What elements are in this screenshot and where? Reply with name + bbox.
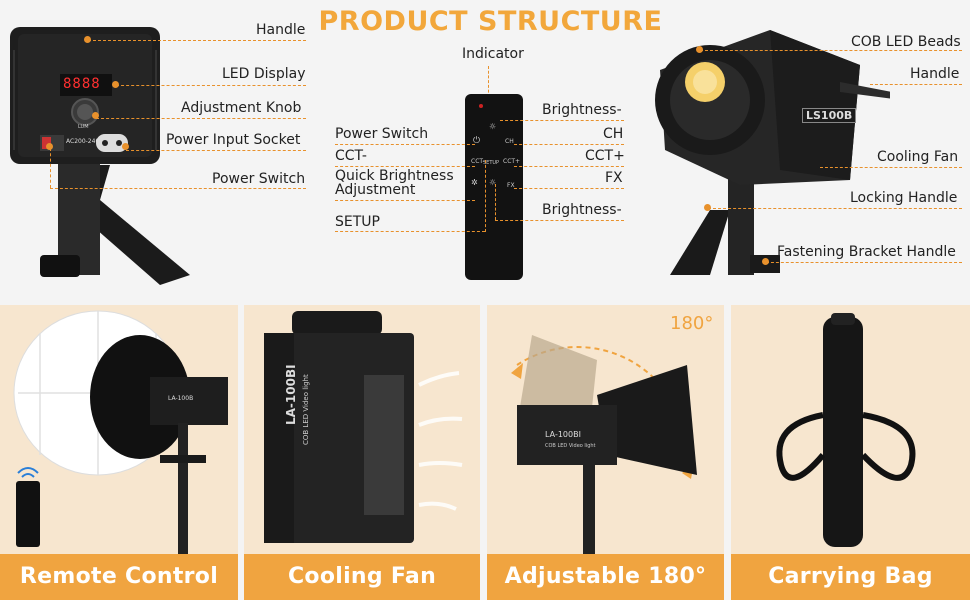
carrying-bag-illustration xyxy=(776,313,916,547)
locking-handle-leader xyxy=(708,208,962,209)
label-brightness-minus-top: Brightness- xyxy=(542,102,622,118)
angle-label: 180° xyxy=(670,313,714,334)
cct-plus-button[interactable]: CCT+ xyxy=(503,158,521,165)
power-icon[interactable]: ⏻ xyxy=(473,136,481,146)
fx-button[interactable]: FX xyxy=(507,182,515,189)
label-locking-handle: Locking Handle xyxy=(850,190,958,206)
led-display-digits: 8888 xyxy=(63,76,101,92)
cooling-fan-sub: COB LED Video light xyxy=(302,374,310,445)
voltage-label: AC200-240V xyxy=(66,138,104,145)
power-input-leader xyxy=(126,150,306,151)
label-led-display: LED Display xyxy=(222,66,306,82)
brightness-bottom-leader-v xyxy=(495,184,496,220)
caption-cooling-fan: Cooling Fan xyxy=(244,554,480,600)
label-cct-minus: CCT- xyxy=(335,148,367,164)
cob-marker xyxy=(696,46,703,53)
device-back-view: 8888 AC200-240V LUM xyxy=(0,0,320,300)
quick-brightness-leader xyxy=(335,200,475,201)
label-adjustment-knob: Adjustment Knob xyxy=(181,100,302,116)
power-input-marker xyxy=(122,143,129,150)
setup-button[interactable]: SETUP xyxy=(483,160,500,166)
brightness-up-icon[interactable]: ☼ xyxy=(489,122,497,131)
label-power-switch-left: Power Switch xyxy=(212,171,306,187)
cct-minus-leader xyxy=(335,166,475,167)
quick-brightness-icon[interactable]: ✲ xyxy=(471,178,478,187)
label-power-input-socket: Power Input Socket xyxy=(166,132,301,148)
adjustable-model: LA-100BI xyxy=(545,430,581,439)
brightness-down-icon[interactable]: ☼ xyxy=(489,178,497,187)
caption-adjustable: Adjustable 180° xyxy=(487,554,724,600)
panel-adjustable: 180° LA-100BI COB LED Video light Adjust… xyxy=(487,305,724,600)
setup-leader xyxy=(335,231,485,232)
cct-minus-button[interactable]: CCT- xyxy=(471,158,485,165)
label-handle-left: Handle xyxy=(256,22,306,38)
label-setup: SETUP xyxy=(335,214,380,230)
indicator-leader xyxy=(488,66,489,102)
device-back-illustration xyxy=(10,27,190,285)
led-display-marker xyxy=(112,81,119,88)
light-model-label: LS100B xyxy=(802,108,857,123)
light-front-illustration xyxy=(655,30,902,275)
label-indicator: Indicator xyxy=(462,46,524,62)
quick-brightness-line1: Quick Brightness xyxy=(335,168,454,184)
fastening-marker xyxy=(762,258,769,265)
cooling-fan-leader xyxy=(820,167,962,168)
panel-remote-control: LA-100B Remote Control xyxy=(0,305,238,600)
brightness-top-leader xyxy=(500,120,624,121)
adjustable-illustration xyxy=(511,335,697,555)
handle-marker xyxy=(84,36,91,43)
setup-leader-v xyxy=(485,160,486,232)
led-display-leader xyxy=(116,85,306,86)
cooling-fan-model: LA-100BI xyxy=(284,364,298,425)
adjustment-knob-marker xyxy=(92,112,99,119)
label-fastening-bracket-handle: Fastening Bracket Handle xyxy=(777,244,956,260)
label-power-switch-remote: Power Switch xyxy=(335,126,429,142)
adjustable-sub: COB LED Video light xyxy=(545,443,596,449)
panel-cooling-fan: LA-100BI COB LED Video light Cooling Fan xyxy=(244,305,480,600)
label-ch: CH xyxy=(603,126,624,142)
indicator-light xyxy=(479,104,483,108)
ch-button[interactable]: CH xyxy=(505,138,514,145)
panel-carrying-bag: Carrying Bag xyxy=(731,305,970,600)
cct-plus-leader xyxy=(514,166,624,167)
knob-label: LUM xyxy=(78,124,89,130)
ch-leader xyxy=(514,144,624,145)
label-cooling-fan: Cooling Fan xyxy=(877,149,959,165)
softbox-illustration xyxy=(13,310,228,555)
remote-control: ⏻ CH ☼ CCT- CCT+ ✲ FX SETUP ☼ xyxy=(465,94,523,280)
caption-carrying-bag: Carrying Bag xyxy=(731,554,970,600)
label-cob-led-beads: COB LED Beads xyxy=(851,34,961,50)
cob-leader xyxy=(700,50,962,51)
right-handle-leader xyxy=(870,84,962,85)
label-handle-right: Handle xyxy=(910,66,960,82)
light-front-view: LS100B xyxy=(650,10,902,300)
quick-brightness-line2: Adjustment xyxy=(335,182,416,198)
power-switch-leader-v xyxy=(50,148,51,188)
handle-leader xyxy=(88,40,306,41)
adjustment-knob-leader xyxy=(96,118,306,119)
brightness-bottom-leader xyxy=(495,220,624,221)
panel-remote-model: LA-100B xyxy=(168,395,194,402)
power-switch-marker xyxy=(46,143,53,150)
fx-leader xyxy=(514,188,624,189)
page-title: PRODUCT STRUCTURE xyxy=(318,6,663,37)
label-cct-plus: CCT+ xyxy=(585,148,625,164)
caption-remote-control: Remote Control xyxy=(0,554,238,600)
label-brightness-minus-bottom: Brightness- xyxy=(542,202,622,218)
power-switch-remote-leader xyxy=(335,144,475,145)
label-fx: FX xyxy=(605,170,623,186)
fastening-leader xyxy=(766,262,962,263)
cooling-fan-illustration xyxy=(264,311,463,543)
power-switch-leader-h xyxy=(50,188,306,189)
locking-handle-marker xyxy=(704,204,711,211)
